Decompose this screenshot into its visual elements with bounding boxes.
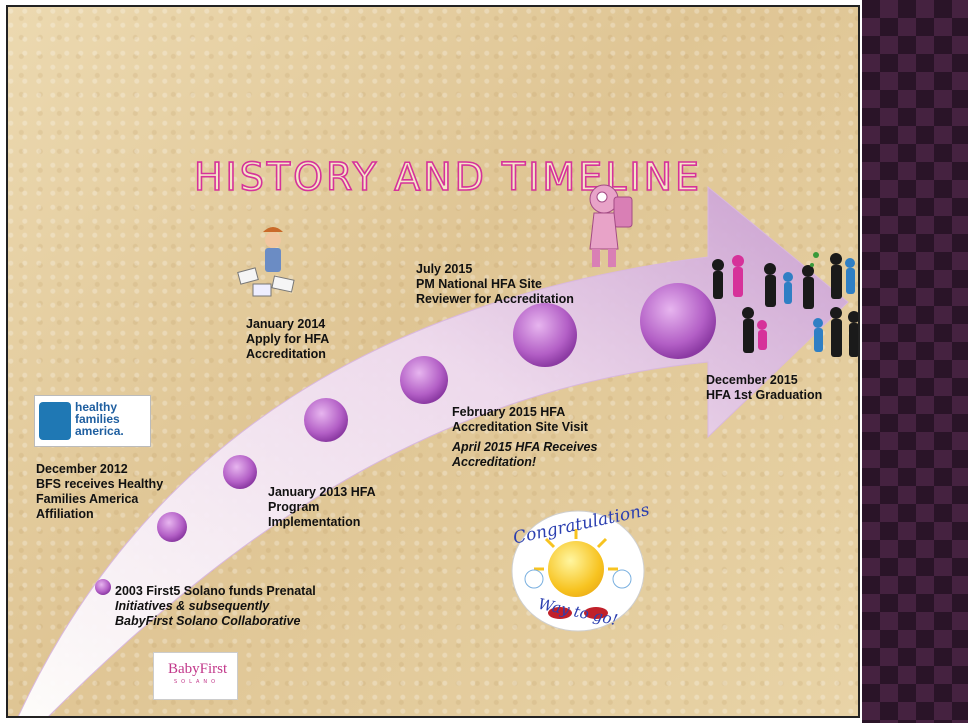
babyfirst-logo-sub: SOLANO xyxy=(174,679,220,685)
babyfirst-solano-logo: BabyFirst SOLANO xyxy=(153,652,238,700)
event-2015-dec: December 2015 HFA 1st Graduation xyxy=(706,373,823,402)
babyfirst-logo-name: BabyFirst xyxy=(168,661,228,677)
decorative-side-panel xyxy=(862,0,968,723)
timeline-dot-2014 xyxy=(304,398,348,442)
reviewer-figure-clipart xyxy=(589,184,633,267)
event-2015-jul: July 2015 PM National HFA Site Reviewer … xyxy=(416,262,574,306)
event-2015-feb: February 2015 HFA Accreditation Site Vis… xyxy=(452,405,588,434)
families-silhouette-clipart xyxy=(712,252,858,357)
busy-person-clipart xyxy=(237,227,295,297)
timeline-dot-2015jul xyxy=(513,303,577,367)
event-2014: January 2014 Apply for HFA Accreditation xyxy=(246,317,330,361)
congratulations-sticker: Congratulations Way to go! xyxy=(508,500,651,635)
timeline-dot-2015dec xyxy=(640,283,716,359)
healthy-families-america-logo: healthy families america. xyxy=(34,395,151,447)
event-2003-detail: Initiatives & subsequently BabyFirst Sol… xyxy=(115,599,301,628)
timeline-arrow xyxy=(17,185,849,716)
event-2015-apr: April 2015 HFA Receives Accreditation! xyxy=(452,440,598,469)
slide-title: HISTORY AND TIMELINE xyxy=(193,154,703,200)
timeline-dot-2015feb xyxy=(400,356,448,404)
family-icon xyxy=(39,402,71,440)
timeline-dot-2012 xyxy=(157,512,187,542)
smiley-face-icon xyxy=(548,541,604,597)
hfa-logo-text: healthy families america. xyxy=(75,400,124,438)
event-2012: December 2012 BFS receives Healthy Famil… xyxy=(36,462,164,521)
slide: HISTORY AND TIMELINE healthy families am… xyxy=(6,5,860,718)
timeline-dot-2013 xyxy=(223,455,257,489)
event-2003: 2003 First5 Solano funds Prenatal xyxy=(115,584,316,598)
event-2013: January 2013 HFA Program Implementation xyxy=(268,485,376,529)
timeline-dot-2003 xyxy=(95,579,111,595)
